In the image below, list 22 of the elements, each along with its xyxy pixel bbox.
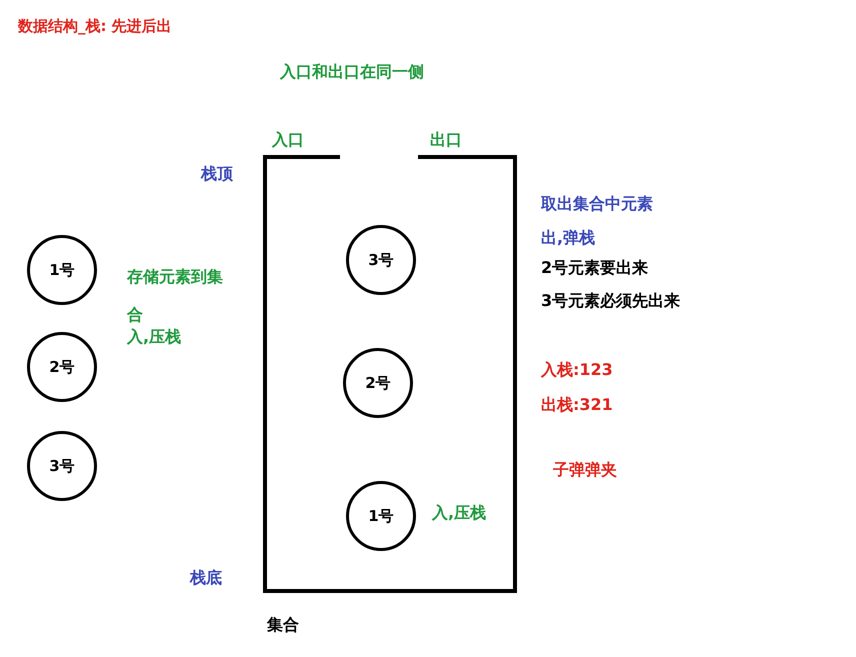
note-text: 入,压栈 xyxy=(127,327,182,348)
circle-node: 3号 xyxy=(346,225,416,295)
note-text: 2号元素要出来 xyxy=(541,258,648,279)
circle-node: 1号 xyxy=(27,235,97,305)
exit-label: 出口 xyxy=(430,130,462,151)
circle-node: 2号 xyxy=(343,348,413,418)
circle-node: 1号 xyxy=(346,481,416,551)
stack-bottom-label: 栈底 xyxy=(190,568,222,589)
note-text: 存储元素到集合 xyxy=(127,266,224,326)
note-text: 取出集合中元素出,弹栈 xyxy=(541,193,654,249)
circle-node: 2号 xyxy=(27,332,97,402)
circle-node: 3号 xyxy=(27,431,97,501)
note-text: 出栈:321 xyxy=(541,395,613,416)
note-text: 入口和出口在同一侧 xyxy=(280,62,424,83)
diagram-title: 数据结构_栈: 先进后出 xyxy=(18,17,172,36)
note-text: 入栈:123 xyxy=(541,360,613,381)
note-text: 子弹弹夹 xyxy=(553,460,617,481)
entrance-label: 入口 xyxy=(272,130,304,151)
container-label: 集合 xyxy=(267,615,299,636)
stack-top-label: 栈顶 xyxy=(201,164,233,185)
note-text: 入,压栈 xyxy=(432,503,486,524)
note-text: 3号元素必须先出来 xyxy=(541,291,680,312)
